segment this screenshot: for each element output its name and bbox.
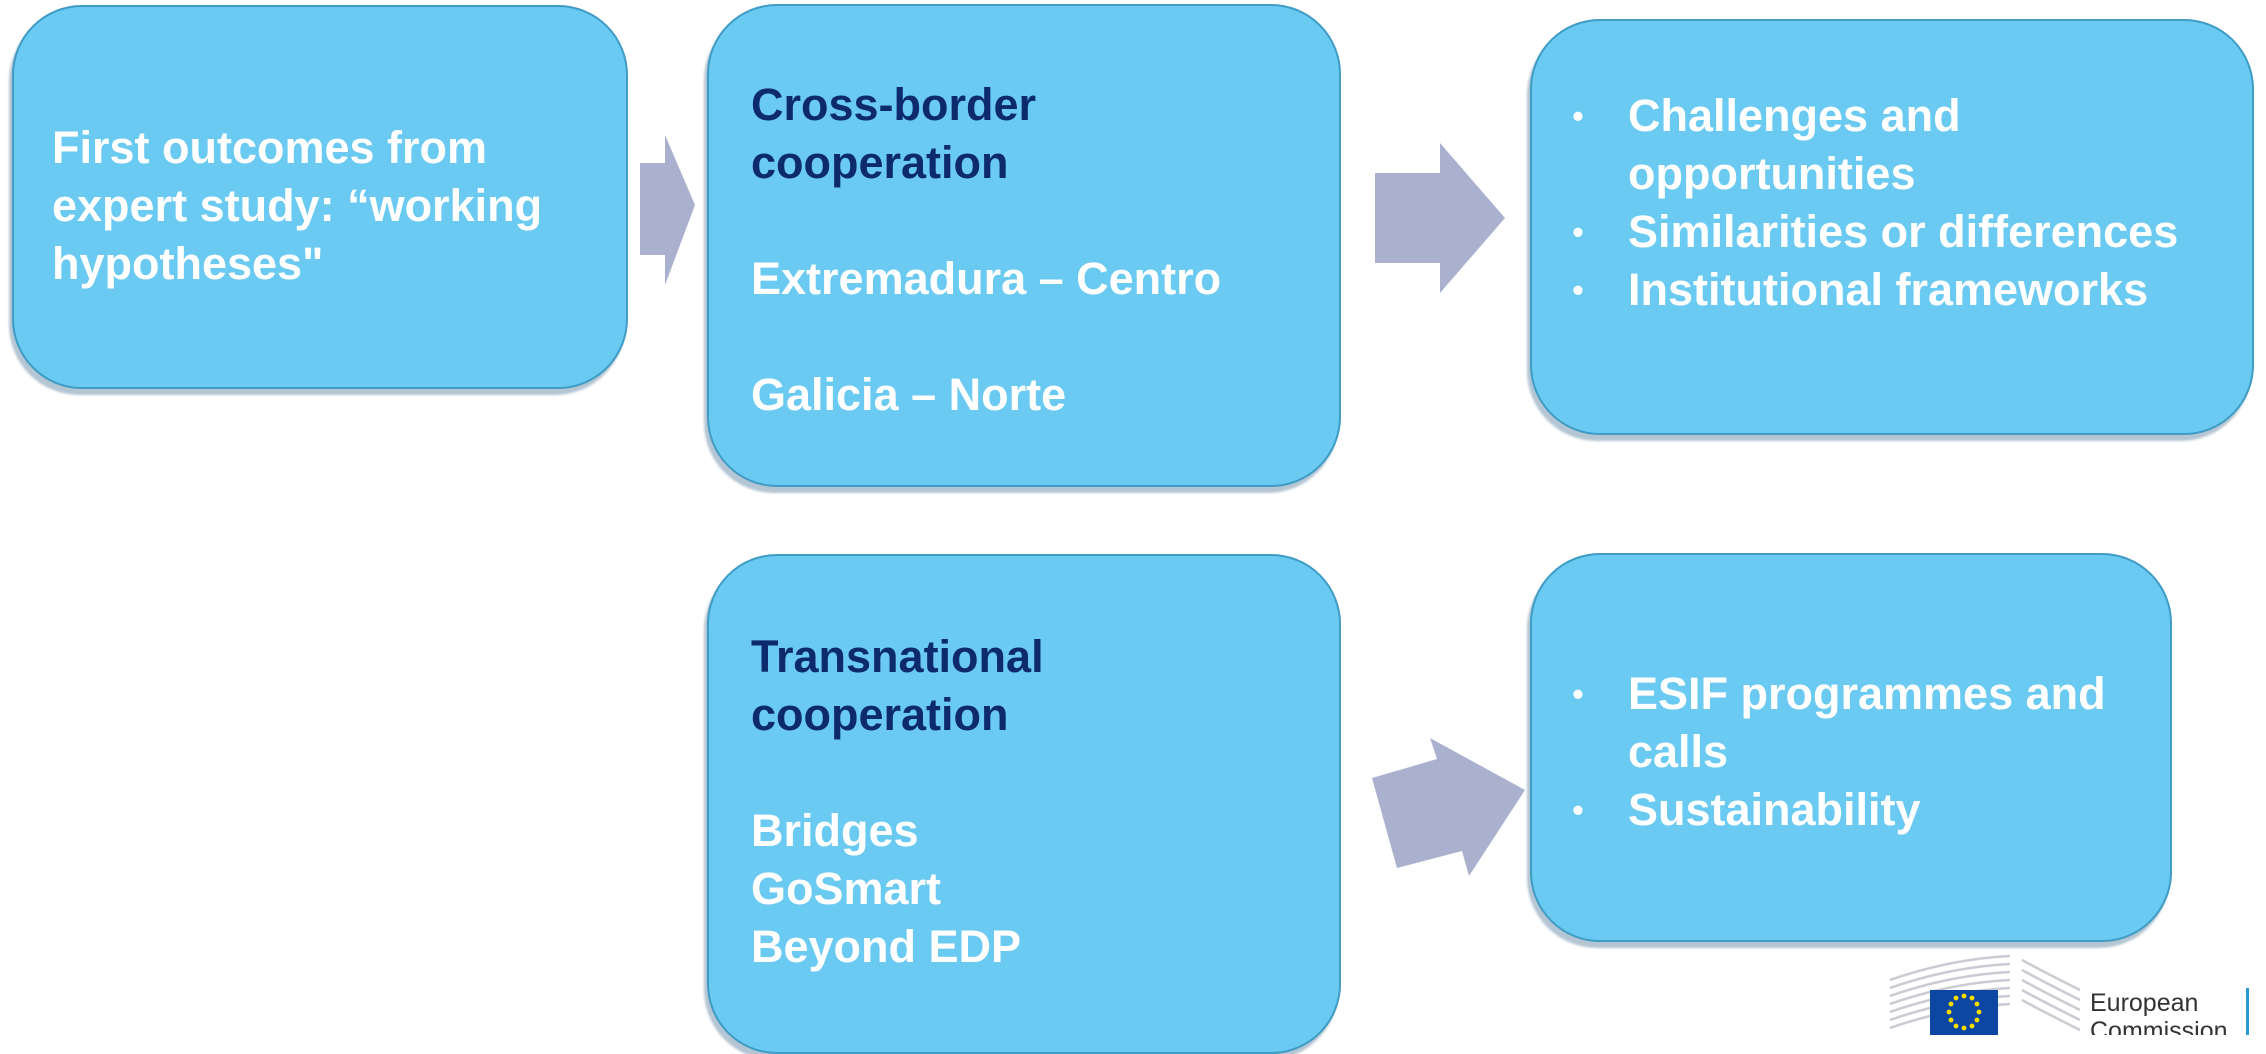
eu-commission-logo: European Commission	[1890, 954, 2249, 1035]
cross-border-item-2: Galicia – Norte	[751, 369, 1067, 420]
logo-text-line-2: Commission	[2090, 1017, 2228, 1035]
transnational-item-3: Beyond EDP	[751, 921, 1022, 972]
challenges-list: Challenges and opportunities Similaritie…	[1568, 87, 2232, 319]
esif-list: ESIF programmes and calls Sustainability	[1568, 665, 2150, 839]
arrow-right-icon	[640, 135, 695, 285]
first-outcomes-line-1: First outcomes from	[52, 122, 488, 173]
box-transnational: Transnational cooperation Bridges GoSmar…	[707, 554, 1341, 1054]
transnational-item-1: Bridges	[751, 805, 919, 856]
box-cross-border: Cross-border cooperation Extremadura – C…	[707, 4, 1341, 487]
transnational-heading-1: Transnational	[751, 631, 1044, 682]
box-first-outcomes: First outcomes from expert study: “worki…	[12, 5, 628, 389]
list-item: Challenges and opportunities	[1568, 87, 2232, 203]
arrow-right-icon	[1372, 738, 1525, 876]
box-challenges: Challenges and opportunities Similaritie…	[1530, 19, 2254, 435]
cross-border-heading-1: Cross-border	[751, 79, 1037, 130]
logo-divider	[2246, 988, 2249, 1035]
list-item: Institutional frameworks	[1568, 261, 2232, 319]
transnational-heading-2: cooperation	[751, 689, 1009, 740]
list-item: Sustainability	[1568, 781, 2150, 839]
first-outcomes-line-2: expert study: “working	[52, 180, 543, 231]
list-item: Similarities or differences	[1568, 203, 2232, 261]
logo-text-line-1: European	[2090, 989, 2198, 1017]
cross-border-item-1: Extremadura – Centro	[751, 253, 1222, 304]
cross-border-heading-2: cooperation	[751, 137, 1009, 188]
transnational-item-2: GoSmart	[751, 863, 942, 914]
arrow-right-icon	[1375, 143, 1505, 293]
box-esif: ESIF programmes and calls Sustainability	[1530, 553, 2172, 942]
list-item: ESIF programmes and calls	[1568, 665, 2150, 781]
first-outcomes-line-3: hypotheses"	[52, 238, 324, 289]
